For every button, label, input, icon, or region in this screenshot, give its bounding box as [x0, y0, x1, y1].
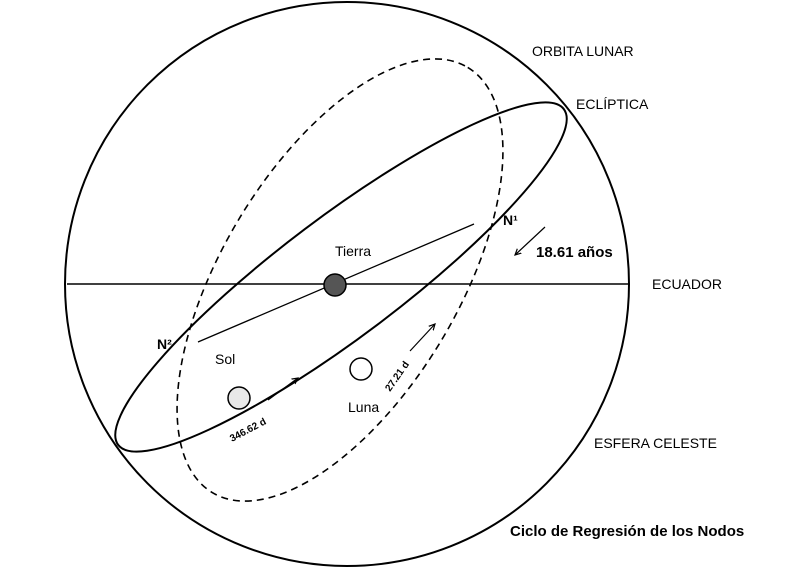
node-period-label: 18.61 años [536, 244, 613, 261]
celestial-sphere [64, 1, 630, 567]
moon-circle [349, 357, 373, 381]
ecliptic-ellipse [114, 101, 568, 453]
sun-label: Sol [215, 351, 236, 367]
sun-motion-arrow [267, 378, 298, 401]
earth-label: Tierra [335, 243, 372, 259]
node-1-label: N¹ [503, 212, 518, 228]
sun-circle [227, 386, 251, 410]
lunar-orbit-label: ORBITA LUNAR [532, 43, 634, 59]
lunar-orbit-ellipse [176, 58, 504, 502]
node-2-label: N² [157, 336, 172, 352]
moon-motion-arrow [409, 324, 435, 352]
earth-circle [323, 273, 347, 297]
node-regression-arrow [515, 226, 546, 255]
moon-label: Luna [348, 399, 380, 415]
ecliptic-label: ECLÍPTICA [576, 96, 649, 112]
celestial-sphere-label: ESFERA CELESTE [594, 435, 717, 451]
diagram-caption: Ciclo de Regresión de los Nodos [510, 523, 745, 540]
equator-label: ECUADOR [652, 276, 723, 292]
sun-period-label: 346.62 d [228, 416, 268, 444]
